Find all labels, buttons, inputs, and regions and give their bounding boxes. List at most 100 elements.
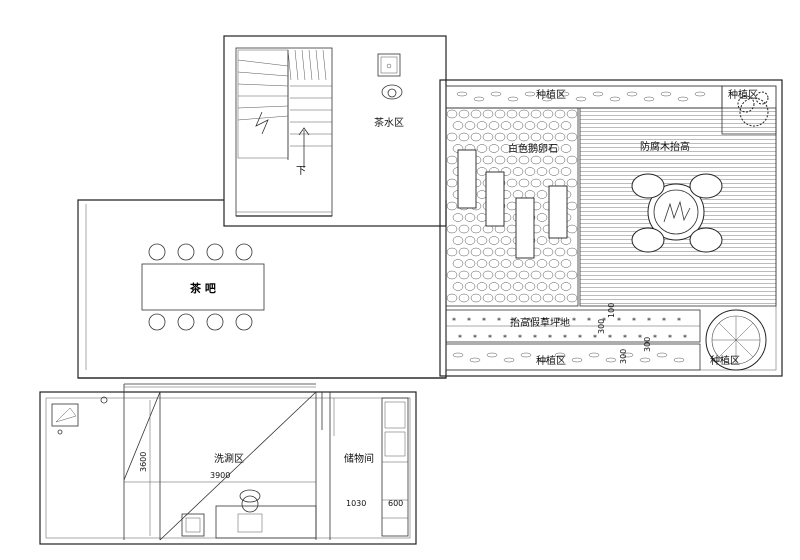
pebble: [482, 132, 494, 142]
pebble: [506, 224, 518, 234]
grass-mark: ⁎: [662, 314, 666, 323]
pebble: [446, 155, 458, 165]
garden: ⁎⁎⁎⁎⁎⁎⁎⁎⁎⁎⁎⁎⁎⁎⁎⁎⁎⁎⁎⁎⁎⁎⁎⁎⁎⁎⁎⁎⁎⁎⁎⁎: [439, 79, 783, 377]
tea-bar-label: 茶 吧: [189, 281, 216, 295]
pebble: [566, 201, 578, 211]
grass-mark: ⁎: [608, 331, 612, 340]
plant-leaf: [694, 91, 706, 97]
plant-leaf: [520, 352, 532, 358]
pebble: [476, 236, 488, 245]
grass-mark: ⁎: [563, 331, 567, 340]
pebble: [494, 247, 506, 257]
stool-icon: [206, 243, 224, 261]
grass-mark: ⁎: [488, 331, 492, 340]
pebble: [488, 259, 500, 268]
grass-mark: ⁎: [587, 314, 591, 323]
pebble: [536, 236, 548, 245]
grass-mark: ⁎: [473, 331, 477, 340]
grass-mark: ⁎: [557, 314, 561, 323]
pebble: [506, 293, 518, 303]
grass-mark: ⁎: [533, 331, 537, 340]
plant-leaf: [486, 352, 498, 358]
plant-leaf: [490, 91, 502, 97]
pebble: [566, 178, 578, 188]
pebble: [458, 132, 470, 142]
pebble: [476, 167, 488, 176]
grass-mark: ⁎: [482, 314, 486, 323]
pebble: [470, 132, 482, 142]
stair-tread: [237, 59, 289, 67]
pebble: [554, 155, 566, 165]
pebble: [470, 293, 482, 303]
pebble: [458, 109, 470, 119]
pebble: [506, 247, 518, 257]
pebble: [494, 293, 506, 303]
pebble-area-label: 白色鹅卵石: [508, 142, 558, 155]
pebble: [560, 282, 572, 291]
plant-leaf: [452, 352, 464, 358]
stair-tread: [322, 49, 327, 81]
pebble: [554, 132, 566, 142]
pebble: [530, 293, 542, 303]
pebble: [476, 190, 488, 199]
pebble: [566, 270, 578, 280]
pebble: [548, 259, 560, 268]
tea-bar-hall: [77, 199, 447, 379]
plant-leaf: [656, 352, 668, 358]
pebble: [524, 121, 536, 130]
pebble: [536, 259, 548, 268]
pebble: [458, 224, 470, 234]
grass-mark: ⁎: [653, 331, 657, 340]
pebble: [524, 167, 536, 176]
garden-table-set: [631, 173, 723, 253]
plant-leaf: [677, 96, 689, 102]
pebble: [530, 109, 542, 119]
pebble: [500, 259, 512, 268]
plant-leaf: [507, 96, 519, 102]
stair-tread: [237, 71, 289, 77]
stair-tread: [237, 115, 289, 121]
tree-icon: [705, 309, 767, 371]
pebble: [464, 121, 476, 130]
pebble: [512, 282, 524, 291]
grass-mark: ⁎: [542, 314, 546, 323]
plant-leaf: [626, 91, 638, 97]
stepping-stones: [457, 149, 568, 259]
stair-block: [223, 35, 447, 227]
grass-mark: ⁎: [602, 314, 606, 323]
pebble: [518, 270, 530, 280]
plant-leaf: [592, 91, 604, 97]
grass-mark: ⁎: [647, 314, 651, 323]
pebble: [464, 259, 476, 268]
pebble: [464, 213, 476, 222]
pebble: [554, 293, 566, 303]
pebble: [488, 236, 500, 245]
pebble: [548, 167, 560, 176]
stool-icon: [177, 243, 195, 261]
pebble: [566, 224, 578, 234]
plant-leaf: [571, 357, 583, 363]
pebble: [566, 132, 578, 142]
planting-area-top-right-label: 种植区: [728, 88, 758, 101]
pebble: [542, 293, 554, 303]
stair-tread: [315, 49, 320, 81]
pebble: [476, 121, 488, 130]
pebble: [488, 121, 500, 130]
stool-icon: [206, 313, 224, 331]
grass-mark: ⁎: [572, 314, 576, 323]
stool-icon: [148, 313, 166, 331]
stool-icon: [148, 243, 166, 261]
tea-water-sink: [377, 53, 403, 100]
storage-width-a-dim: 1030: [346, 499, 366, 508]
pebble: [506, 178, 518, 188]
pebble: [488, 282, 500, 291]
pebble: [506, 201, 518, 211]
pebble: [566, 293, 578, 303]
pebble: [494, 109, 506, 119]
pebble: [482, 247, 494, 257]
pebble: [452, 213, 464, 222]
pebble: [554, 247, 566, 257]
stair-tread: [294, 49, 299, 81]
plant-leaf: [622, 352, 634, 358]
